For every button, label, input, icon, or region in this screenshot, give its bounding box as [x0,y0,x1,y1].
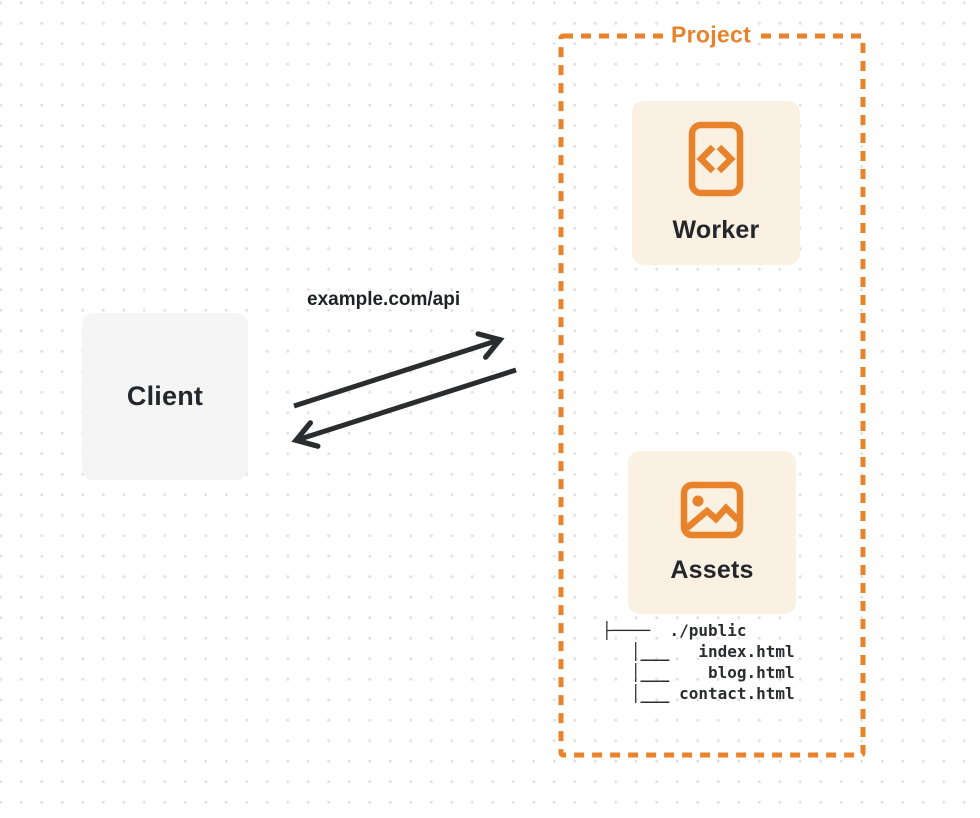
assets-node: Assets [628,451,796,614]
request-url-label: example.com/api [307,289,461,310]
image-icon [680,481,744,544]
client-label: Client [126,381,204,411]
client-node: Client [82,313,248,480]
request-arrow [293,331,505,409]
assets-file-tree: ├──── ./public │___ index.html │___ blog… [602,620,795,704]
project-group-label: Project [663,20,759,50]
assets-label: Assets [670,555,754,584]
worker-node: Worker [632,101,800,265]
response-arrow [291,367,517,449]
file-tree-line: │___ index.html [602,642,795,661]
file-tree-line: │___ contact.html [602,684,795,703]
worker-label: Worker [672,216,760,244]
file-tree-line: ├──── ./public [602,621,747,640]
code-icon [688,121,744,202]
file-tree-line: │___ blog.html [602,663,795,682]
